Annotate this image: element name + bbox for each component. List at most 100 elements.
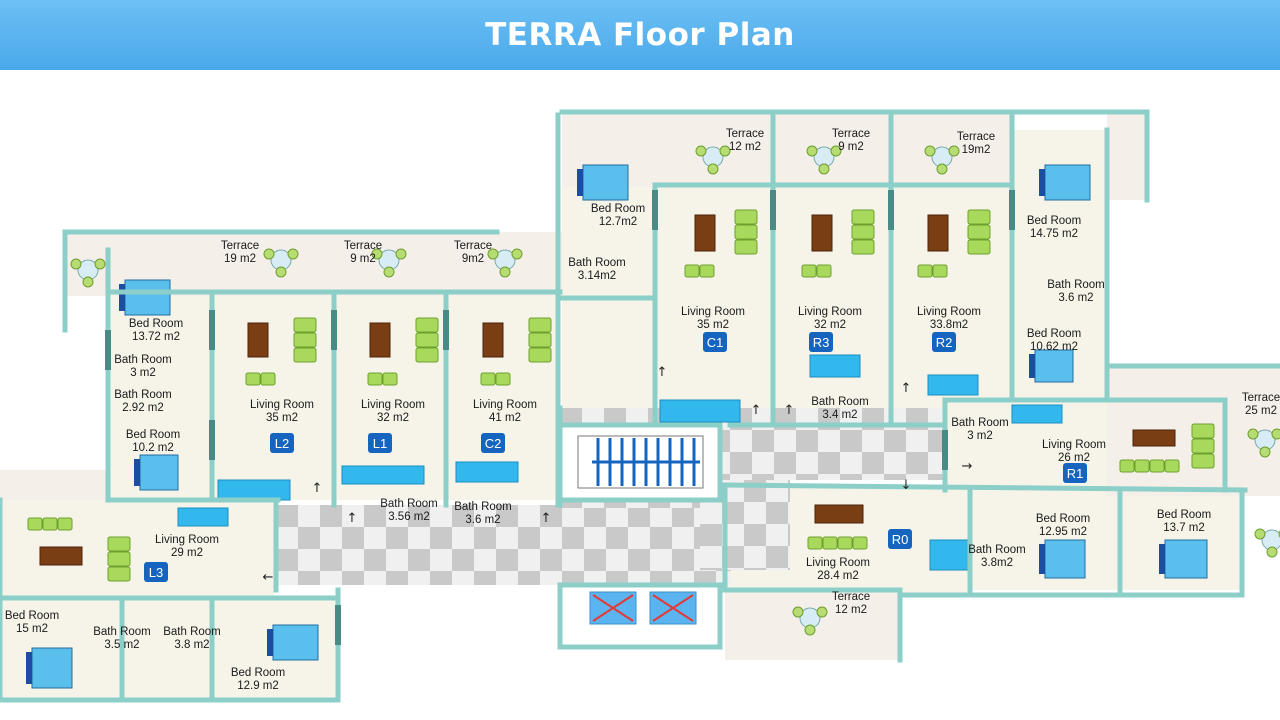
corridor-tile <box>774 452 796 474</box>
wall-column <box>888 190 894 230</box>
room-name: Living Room <box>1042 439 1106 451</box>
corridor-tile <box>818 474 840 480</box>
corridor-tile <box>562 571 584 585</box>
bed-headboard <box>1159 544 1165 574</box>
room-area: 3.5 m2 <box>104 639 139 651</box>
sofa <box>495 372 511 386</box>
unit-badge-bg <box>368 433 392 453</box>
sofa <box>1191 453 1215 469</box>
corridor-tile <box>518 527 540 549</box>
room-name: Living Room <box>250 399 314 411</box>
terrace-chair <box>948 145 960 157</box>
corridor-tile <box>650 505 672 527</box>
terrace-chair <box>511 248 523 260</box>
sofa <box>1164 459 1180 473</box>
sofa <box>367 372 383 386</box>
walls <box>0 109 1280 703</box>
sofa <box>851 209 875 225</box>
terrace-chair <box>94 258 106 270</box>
room-name: Bath Room <box>380 498 438 510</box>
dining-table <box>811 214 833 252</box>
corridor-tile <box>342 571 364 585</box>
room-name: Bath Room <box>811 396 869 408</box>
terrace-chair <box>499 266 511 278</box>
sofa <box>107 536 131 552</box>
terrace-chair <box>82 276 94 288</box>
corridor-tile <box>342 505 364 527</box>
bed-headboard <box>1029 354 1035 378</box>
sofa <box>967 209 991 225</box>
corridor-tile <box>430 505 452 527</box>
corridor-tile <box>320 527 342 549</box>
dining-table <box>482 322 504 358</box>
door-arrow-icon: ↑ <box>657 365 668 380</box>
room-name: Terrace <box>344 240 382 252</box>
unit-badge-bg <box>1063 463 1087 483</box>
room-name: Bath Room <box>568 257 626 269</box>
corridor-tile <box>818 430 840 452</box>
corridor-tile <box>628 527 650 549</box>
corridor-tile <box>700 568 722 570</box>
room-floor <box>122 598 212 698</box>
corridor-tile <box>474 571 496 585</box>
room-name: Bath Room <box>114 354 172 366</box>
room-area: 3.6 m2 <box>465 514 500 526</box>
corridor-tile <box>452 505 474 527</box>
corridor-tile <box>650 527 672 549</box>
sofa <box>734 239 758 255</box>
corridor-tile <box>364 505 386 527</box>
corridor-tile <box>430 527 452 549</box>
wall-column <box>335 605 341 645</box>
room-area: 15 m2 <box>16 623 48 635</box>
wall <box>722 482 1248 493</box>
corridor-tile <box>276 549 298 571</box>
bed-headboard <box>134 459 140 486</box>
door-arrow-icon: ↑ <box>901 381 912 396</box>
corridor-tile <box>386 505 408 527</box>
unit-badge-r2: R2 <box>936 335 953 350</box>
corridor-tile <box>298 505 320 527</box>
sofa <box>1149 459 1165 473</box>
corridor-tile <box>606 571 628 585</box>
terrace-chair <box>1259 446 1271 458</box>
corridor-tile <box>752 430 774 452</box>
corridor-tile <box>540 571 562 585</box>
room-area: 12 m2 <box>729 141 761 153</box>
terrace-chair <box>818 163 830 175</box>
room-area: 3 m2 <box>967 430 993 442</box>
room-area: 10.2 m2 <box>132 442 174 454</box>
room-name: Bed Room <box>1157 509 1211 521</box>
corridor-tile <box>752 474 774 480</box>
sofa <box>734 209 758 225</box>
room-name: Bed Room <box>5 610 59 622</box>
sofa <box>107 551 131 567</box>
room-name: Terrace <box>832 128 870 140</box>
wall-column <box>1009 190 1015 230</box>
room-area: 41 m2 <box>489 412 521 424</box>
corridor-tile <box>788 568 790 570</box>
corridor-tile <box>700 546 722 568</box>
terrace-chair <box>936 163 948 175</box>
kitchen-counter <box>929 539 971 571</box>
terrace-chair <box>395 248 407 260</box>
corridor-tile <box>672 571 694 585</box>
sofa <box>917 264 933 278</box>
corridor-tile <box>818 452 840 474</box>
corridor-tile <box>452 527 474 549</box>
corridor-tile <box>766 568 788 570</box>
unit-badge-l3: L3 <box>149 565 163 580</box>
door-arrow-icon: ← <box>263 570 274 585</box>
terrace-chair <box>1247 428 1259 440</box>
room-area: 3 m2 <box>130 367 156 379</box>
corridor-tile <box>766 502 788 524</box>
corridor-tile <box>700 524 722 546</box>
